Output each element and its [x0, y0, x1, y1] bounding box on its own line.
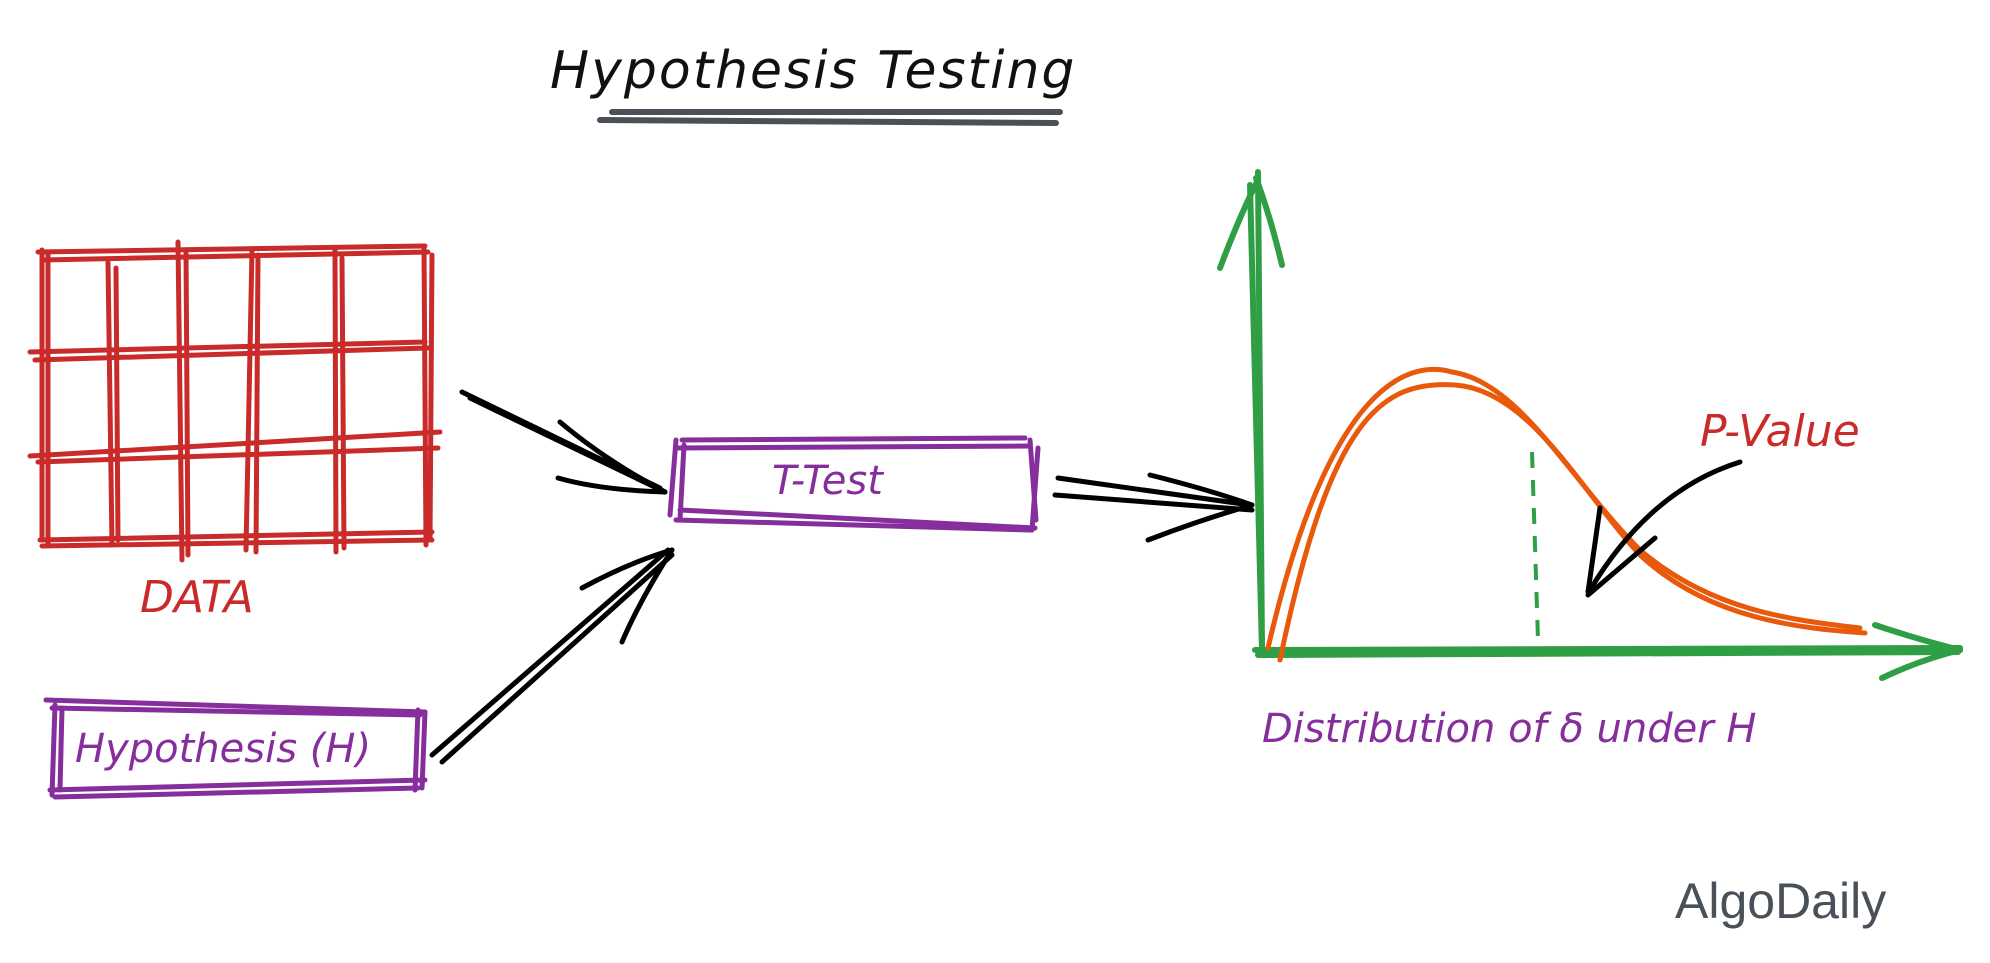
title-underline	[597, 109, 1063, 126]
distribution-axes	[1217, 169, 1963, 681]
arrow-pvalue	[1585, 459, 1743, 598]
diagram-title: Hypothesis Testing	[550, 41, 1076, 101]
hypothesis-label: Hypothesis (H)	[75, 726, 371, 772]
brand-watermark: AlgoDaily	[1675, 873, 1887, 929]
arrow-data-to-ttest	[459, 389, 668, 495]
ttest-label: T-Test	[772, 458, 884, 504]
ttest-box[interactable]	[667, 435, 1041, 533]
hypothesis-box[interactable]	[43, 697, 428, 800]
data-label: DATA	[140, 572, 254, 623]
critical-value-line	[1530, 451, 1540, 641]
data-grid-icon	[27, 239, 443, 563]
arrow-hypothesis-to-ttest	[429, 547, 675, 765]
distribution-curve	[1265, 366, 1868, 663]
distribution-label: Distribution of δ under H	[1262, 706, 1756, 752]
arrow-ttest-to-distribution	[1052, 472, 1255, 543]
pvalue-label: P-Value	[1700, 406, 1860, 457]
